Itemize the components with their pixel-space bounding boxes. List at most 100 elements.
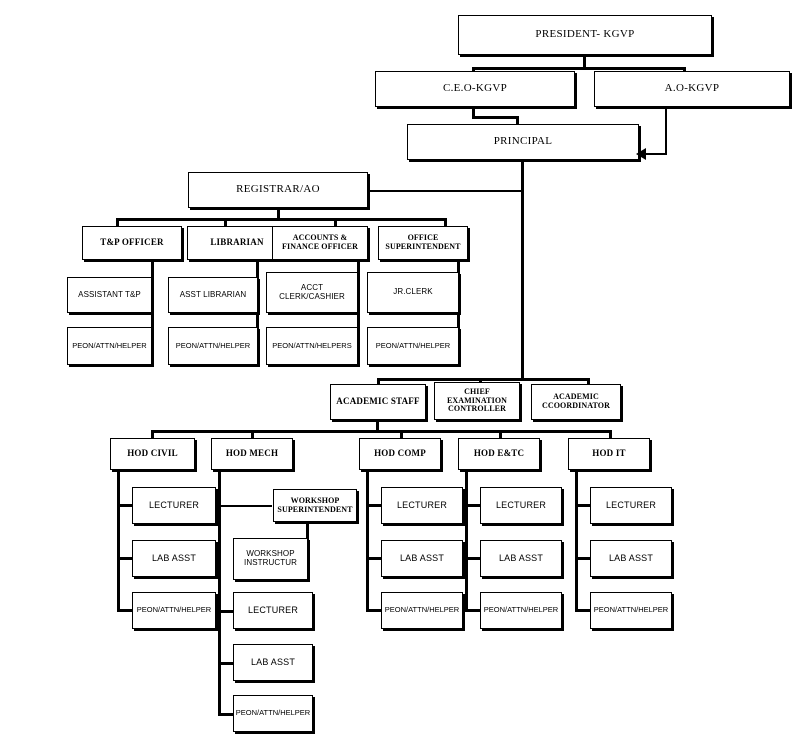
- node-assistant-tp[interactable]: ASSISTANT T&P: [67, 277, 152, 313]
- node-mech-lab-asst[interactable]: LAB ASST: [233, 644, 313, 681]
- node-principal[interactable]: PRINCIPAL: [407, 124, 639, 160]
- connector-mech-to-lecturer: [218, 610, 235, 613]
- connector-bus-hod-comp: [400, 430, 403, 440]
- node-ao[interactable]: A.O-KGVP: [594, 71, 790, 107]
- node-it-lecturer-label: LECTURER: [605, 499, 657, 510]
- node-peon-office[interactable]: PEON/ATTN/HELPER: [367, 327, 459, 365]
- node-academic-coordinator[interactable]: ACADEMIC CCOORDINATOR: [531, 384, 621, 420]
- connector-accounts-spine: [357, 260, 360, 352]
- connector-it-spine: [575, 470, 578, 612]
- node-workshop-superintendent[interactable]: WORKSHOP SUPERINTENDENT: [273, 489, 357, 522]
- connector-comp-to-lab-asst: [366, 557, 383, 560]
- node-it-lab-asst[interactable]: LAB ASST: [590, 540, 672, 577]
- node-mech-peon[interactable]: PEON/ATTN/HELPER: [233, 695, 313, 732]
- node-jr-clerk[interactable]: JR.CLERK: [367, 272, 459, 313]
- node-accounts-officer-line2: FINANCE OFFICER: [282, 242, 358, 251]
- node-civil-lecturer-label: LECTURER: [148, 499, 200, 510]
- node-comp-lecturer-label: LECTURER: [396, 499, 448, 510]
- node-hod-mech[interactable]: HOD MECH: [211, 438, 293, 470]
- connector-ao-left: [646, 153, 667, 155]
- node-it-peon[interactable]: PEON/ATTN/HELPER: [590, 592, 672, 629]
- node-accounts-finance-officer[interactable]: ACCOUNTS & FINANCE OFFICER: [272, 226, 368, 260]
- connector-mech-spine: [218, 470, 221, 715]
- node-academic-coord-line2: CCOORDINATOR: [541, 401, 611, 410]
- node-civil-peon-label: PEON/ATTN/HELPER: [136, 605, 212, 615]
- node-workshop-instructor[interactable]: WORKSHOP INSTRUCTUR: [233, 538, 308, 580]
- node-hod-civil[interactable]: HOD CIVIL: [110, 438, 195, 470]
- node-mech-lab-asst-label: LAB ASST: [250, 656, 296, 667]
- connector-bus-office: [444, 218, 447, 228]
- node-peon-librarian[interactable]: PEON/ATTN/HELPER: [168, 327, 258, 365]
- node-chief-exam-line2: EXAMINATION: [446, 395, 508, 405]
- node-librarian[interactable]: LIBRARIAN: [187, 226, 287, 260]
- node-comp-lecturer[interactable]: LECTURER: [381, 487, 463, 524]
- connector-mech-to-workshop-supt: [220, 505, 272, 507]
- connector-ceo-down: [472, 107, 475, 119]
- node-registrar[interactable]: REGISTRAR/AO: [188, 172, 368, 208]
- node-acct-clerk-line1: ACCT: [300, 282, 324, 292]
- node-comp-peon[interactable]: PEON/ATTN/HELPER: [381, 592, 463, 629]
- connector-etc-to-lab-asst: [465, 557, 482, 560]
- connector-tp-spine: [151, 260, 154, 352]
- connector-civil-to-lab-asst: [117, 557, 134, 560]
- connector-principal-spine: [521, 160, 524, 378]
- node-asst-librarian[interactable]: ASST LIBRARIAN: [168, 277, 258, 313]
- node-peon-librarian-label: PEON/ATTN/HELPER: [175, 340, 251, 350]
- connector-comp-to-peon: [366, 609, 383, 612]
- connector-etc-to-lecturer: [465, 504, 482, 507]
- connector-president-down: [583, 55, 586, 70]
- connector-bus-tp: [116, 218, 119, 228]
- node-hod-etc[interactable]: HOD E&TC: [458, 438, 540, 470]
- node-etc-lab-asst[interactable]: LAB ASST: [480, 540, 562, 577]
- node-hod-mech-label: HOD MECH: [225, 448, 279, 459]
- node-ceo[interactable]: C.E.O-KGVP: [375, 71, 575, 107]
- node-comp-lab-asst[interactable]: LAB ASST: [381, 540, 463, 577]
- node-ceo-label: C.E.O-KGVP: [442, 82, 508, 95]
- connector-civil-to-lecturer: [117, 504, 134, 507]
- node-peon-office-label: PEON/ATTN/HELPER: [375, 340, 451, 350]
- node-it-peon-label: PEON/ATTN/HELPER: [593, 605, 669, 615]
- node-etc-lab-asst-label: LAB ASST: [498, 552, 544, 563]
- node-peon-accounts[interactable]: PEON/ATTN/HELPERS: [266, 327, 358, 365]
- node-ao-label: A.O-KGVP: [664, 82, 720, 95]
- node-hod-it[interactable]: HOD IT: [568, 438, 650, 470]
- node-civil-lab-asst[interactable]: LAB ASST: [132, 540, 216, 577]
- node-peon-accounts-label: PEON/ATTN/HELPERS: [272, 340, 352, 350]
- node-civil-peon[interactable]: PEON/ATTN/HELPER: [132, 592, 216, 629]
- node-principal-label: PRINCIPAL: [493, 135, 553, 148]
- node-it-lecturer[interactable]: LECTURER: [590, 487, 672, 524]
- node-etc-lecturer[interactable]: LECTURER: [480, 487, 562, 524]
- node-jr-clerk-label: JR.CLERK: [393, 287, 433, 297]
- connector-mech-to-peon: [218, 713, 235, 716]
- node-president-label: PRESIDENT- KGVP: [535, 28, 635, 41]
- node-academic-staff[interactable]: ACADEMIC STAFF: [330, 384, 426, 420]
- node-hod-comp[interactable]: HOD COMP: [359, 438, 441, 470]
- node-hod-etc-label: HOD E&TC: [473, 448, 525, 459]
- connector-it-to-lab-asst: [575, 557, 592, 560]
- node-hod-it-label: HOD IT: [592, 448, 626, 459]
- node-mech-lecturer[interactable]: LECTURER: [233, 592, 313, 629]
- connector-registrar-bus: [116, 218, 447, 221]
- node-acct-clerk-cashier[interactable]: ACCT CLERK/CASHIER: [266, 272, 358, 313]
- node-tp-officer-label: T&P OFFICER: [100, 237, 164, 248]
- node-president[interactable]: PRESIDENT- KGVP: [458, 15, 712, 55]
- node-civil-lab-asst-label: LAB ASST: [151, 552, 197, 563]
- connector-bus-hod-etc: [499, 430, 502, 440]
- node-it-lab-asst-label: LAB ASST: [608, 552, 654, 563]
- connector-civil-spine: [117, 470, 120, 612]
- node-academic-staff-label: ACADEMIC STAFF: [336, 396, 420, 407]
- connector-president-bus: [472, 67, 686, 70]
- node-civil-lecturer[interactable]: LECTURER: [132, 487, 216, 524]
- connector-bus-academic-coord: [587, 378, 590, 386]
- node-librarian-label: LIBRARIAN: [210, 237, 264, 248]
- node-peon-tp[interactable]: PEON/ATTN/HELPER: [67, 327, 152, 365]
- node-chief-exam-line1: CHIEF: [464, 387, 490, 397]
- node-mech-lecturer-label: LECTURER: [247, 604, 299, 615]
- node-mech-peon-label: PEON/ATTN/HELPER: [235, 708, 311, 718]
- connector-academic-staff-down: [376, 420, 379, 433]
- node-etc-peon[interactable]: PEON/ATTN/HELPER: [480, 592, 562, 629]
- node-chief-examination-controller[interactable]: CHIEF EXAMINATION CONTROLLER: [434, 382, 520, 420]
- node-office-superintendent[interactable]: OFFICE SUPERINTENDENT: [378, 226, 468, 260]
- node-tp-officer[interactable]: T&P OFFICER: [82, 226, 182, 260]
